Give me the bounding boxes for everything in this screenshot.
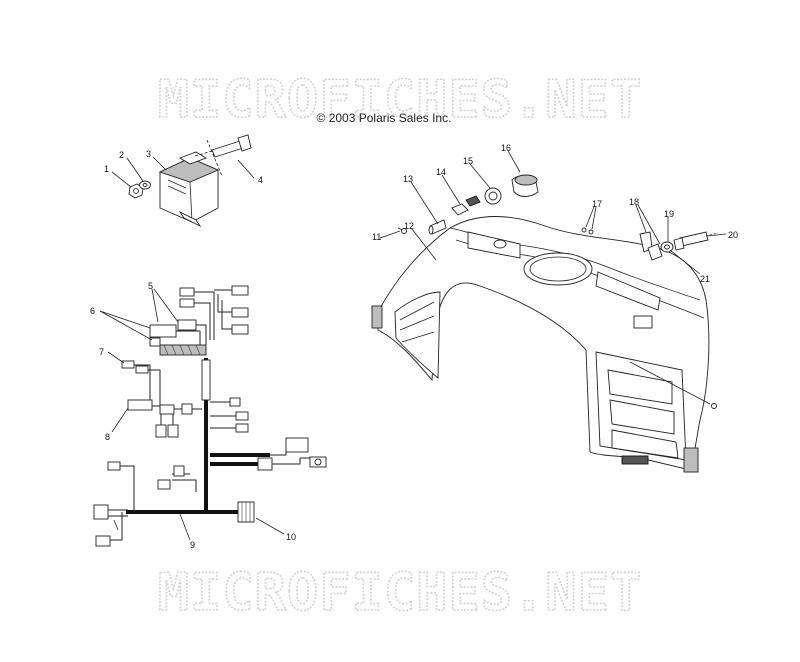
copyright-text: © 2003 Polaris Sales Inc.: [317, 111, 452, 125]
callout-21: 21: [700, 274, 710, 284]
watermark-bottom: MICROFICHES.NET: [158, 563, 643, 623]
callout-5: 5: [148, 281, 153, 291]
wiring-harness-group: [93, 285, 327, 547]
callout-4: 4: [258, 175, 263, 185]
callout-11: 11: [372, 232, 381, 242]
callout-6: 6: [90, 306, 95, 316]
callout-17: 17: [592, 199, 602, 209]
callout-14: 14: [436, 167, 446, 177]
callout-7: 7: [99, 347, 104, 357]
connector-cluster-right: [157, 397, 327, 492]
callout-9: 9: [190, 540, 195, 550]
callout-15: 15: [463, 156, 473, 166]
connector-cluster-middle: [121, 360, 202, 438]
callout-labels: 1 2 3 4 5 6 7 8 9 10 11 12 13 14 15 16 1…: [90, 143, 738, 550]
callout-20: 20: [728, 230, 738, 240]
harness-lower: [93, 461, 255, 547]
callout-16: 16: [501, 143, 511, 153]
leader-lines: [99, 150, 727, 541]
callout-8: 8: [105, 432, 110, 442]
callout-1: 1: [104, 164, 109, 174]
dashboard-panel-part: [371, 216, 717, 473]
bolt-part: [194, 134, 252, 177]
callout-2: 2: [119, 150, 124, 160]
dashboard-panel-group: [371, 174, 719, 473]
callout-12: 12: [404, 221, 414, 231]
dash-small-parts: [397, 174, 719, 261]
cdi-module-part: [158, 151, 220, 228]
callout-18: 18: [629, 197, 639, 207]
callout-3: 3: [146, 149, 151, 159]
watermark-top: MICROFICHES.NET: [158, 70, 643, 130]
connector-cluster-upper: [149, 285, 249, 356]
cdi-module-group: [128, 134, 252, 228]
callout-10: 10: [286, 532, 296, 542]
callout-19: 19: [664, 209, 674, 219]
callout-13: 13: [403, 174, 413, 184]
